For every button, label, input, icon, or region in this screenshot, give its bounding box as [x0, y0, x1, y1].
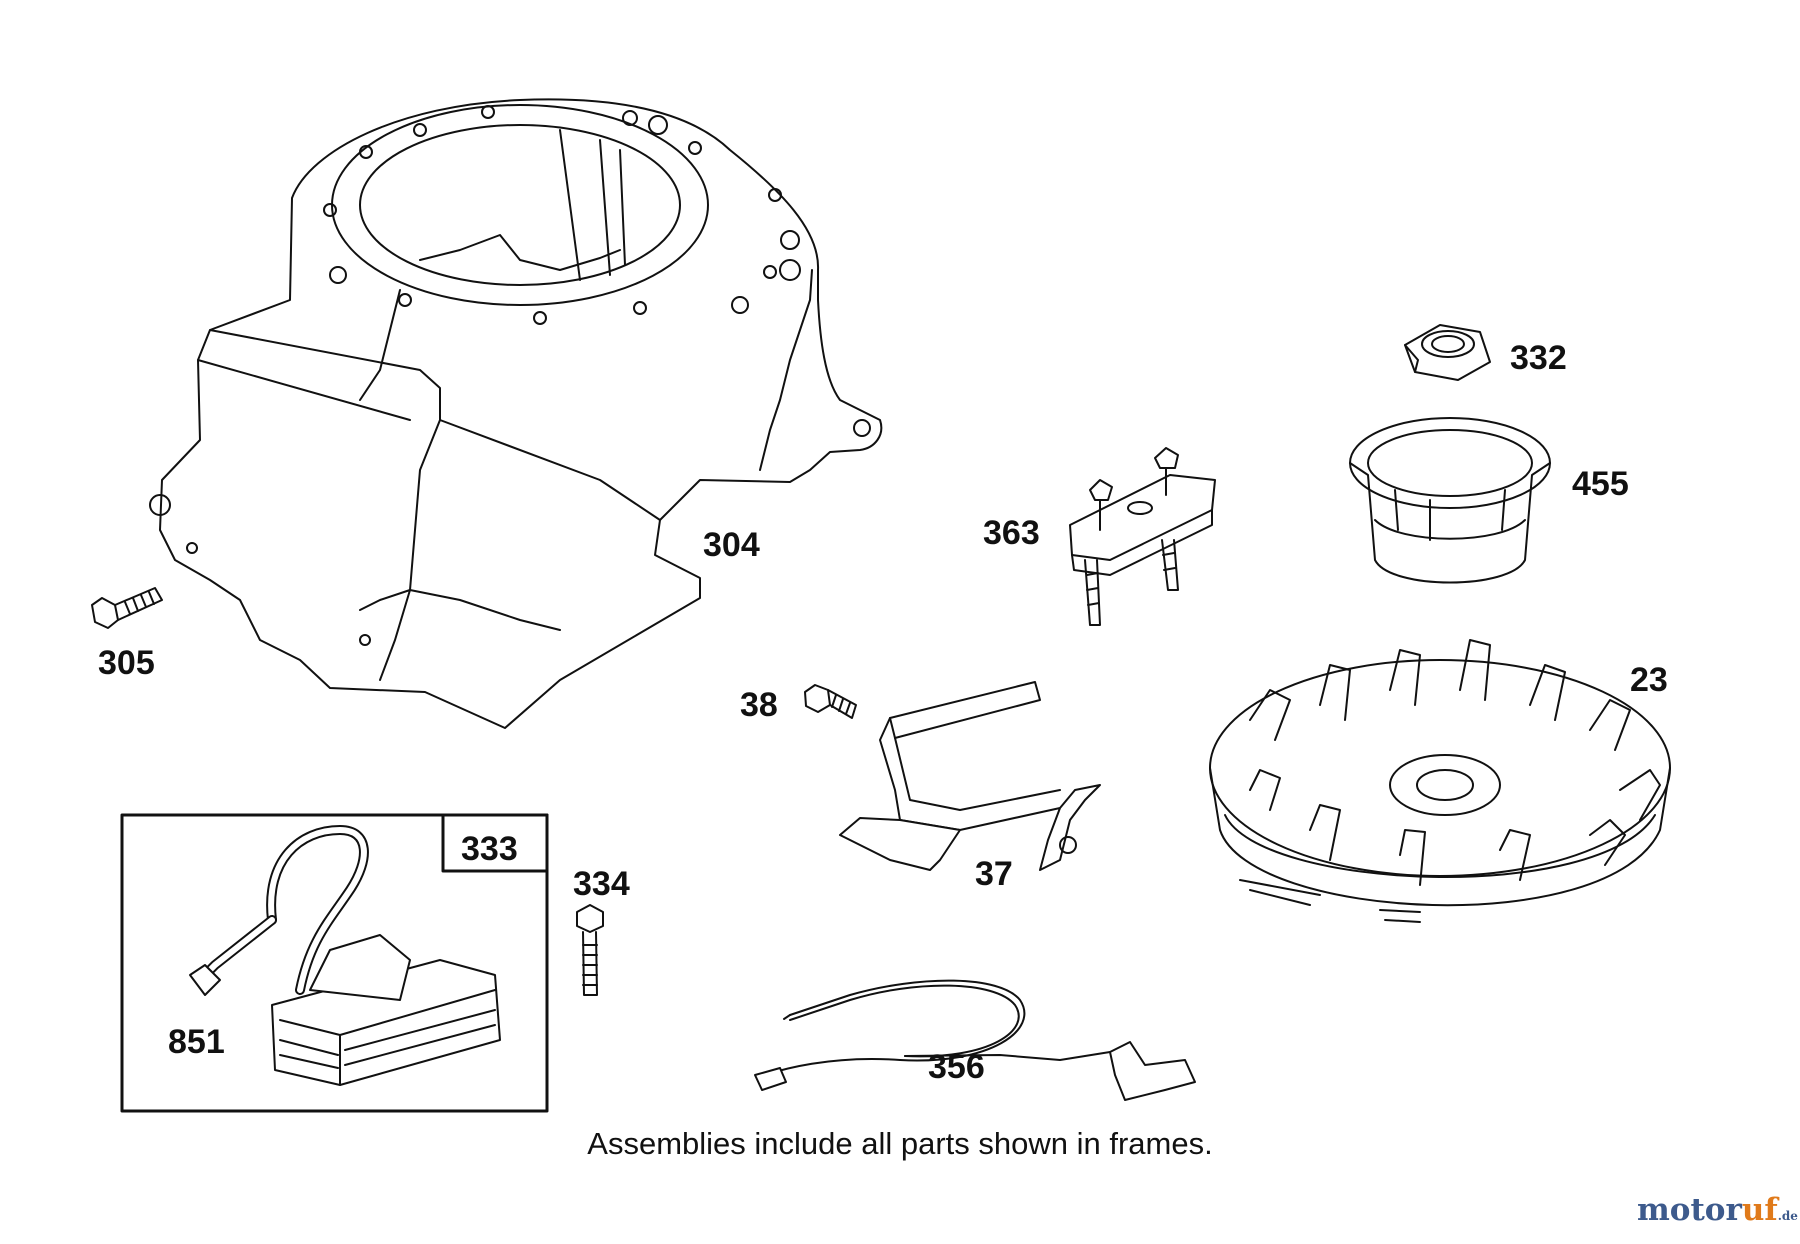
label-356: 356 [928, 1048, 985, 1086]
label-23: 23 [1630, 661, 1668, 699]
nut-332 [1405, 325, 1490, 380]
bolt-334 [577, 905, 603, 995]
label-334: 334 [573, 865, 630, 903]
wire-356 [755, 981, 1195, 1100]
label-851: 851 [168, 1023, 225, 1061]
label-37: 37 [975, 855, 1013, 893]
cup-455 [1350, 418, 1550, 583]
label-332: 332 [1510, 339, 1567, 377]
label-38: 38 [740, 686, 778, 724]
label-304: 304 [703, 526, 760, 564]
watermark-part1: motor [1637, 1192, 1742, 1228]
label-305: 305 [98, 644, 155, 682]
flywheel-23 [1210, 640, 1670, 922]
label-455: 455 [1572, 465, 1629, 503]
label-363: 363 [983, 514, 1040, 552]
ignition-assembly-frame-333 [122, 815, 547, 1111]
bracket-363 [1070, 448, 1215, 625]
bolt-38 [805, 685, 856, 718]
label-333: 333 [461, 830, 518, 868]
watermark: motoruf.de [1637, 1192, 1798, 1228]
bolt-305 [92, 588, 162, 628]
caption: Assemblies include all parts shown in fr… [587, 1126, 1213, 1161]
air-guide-37 [840, 682, 1100, 870]
blower-housing-304 [150, 99, 881, 728]
watermark-part3: .de [1777, 1209, 1798, 1223]
watermark-part2: uf [1741, 1192, 1778, 1228]
